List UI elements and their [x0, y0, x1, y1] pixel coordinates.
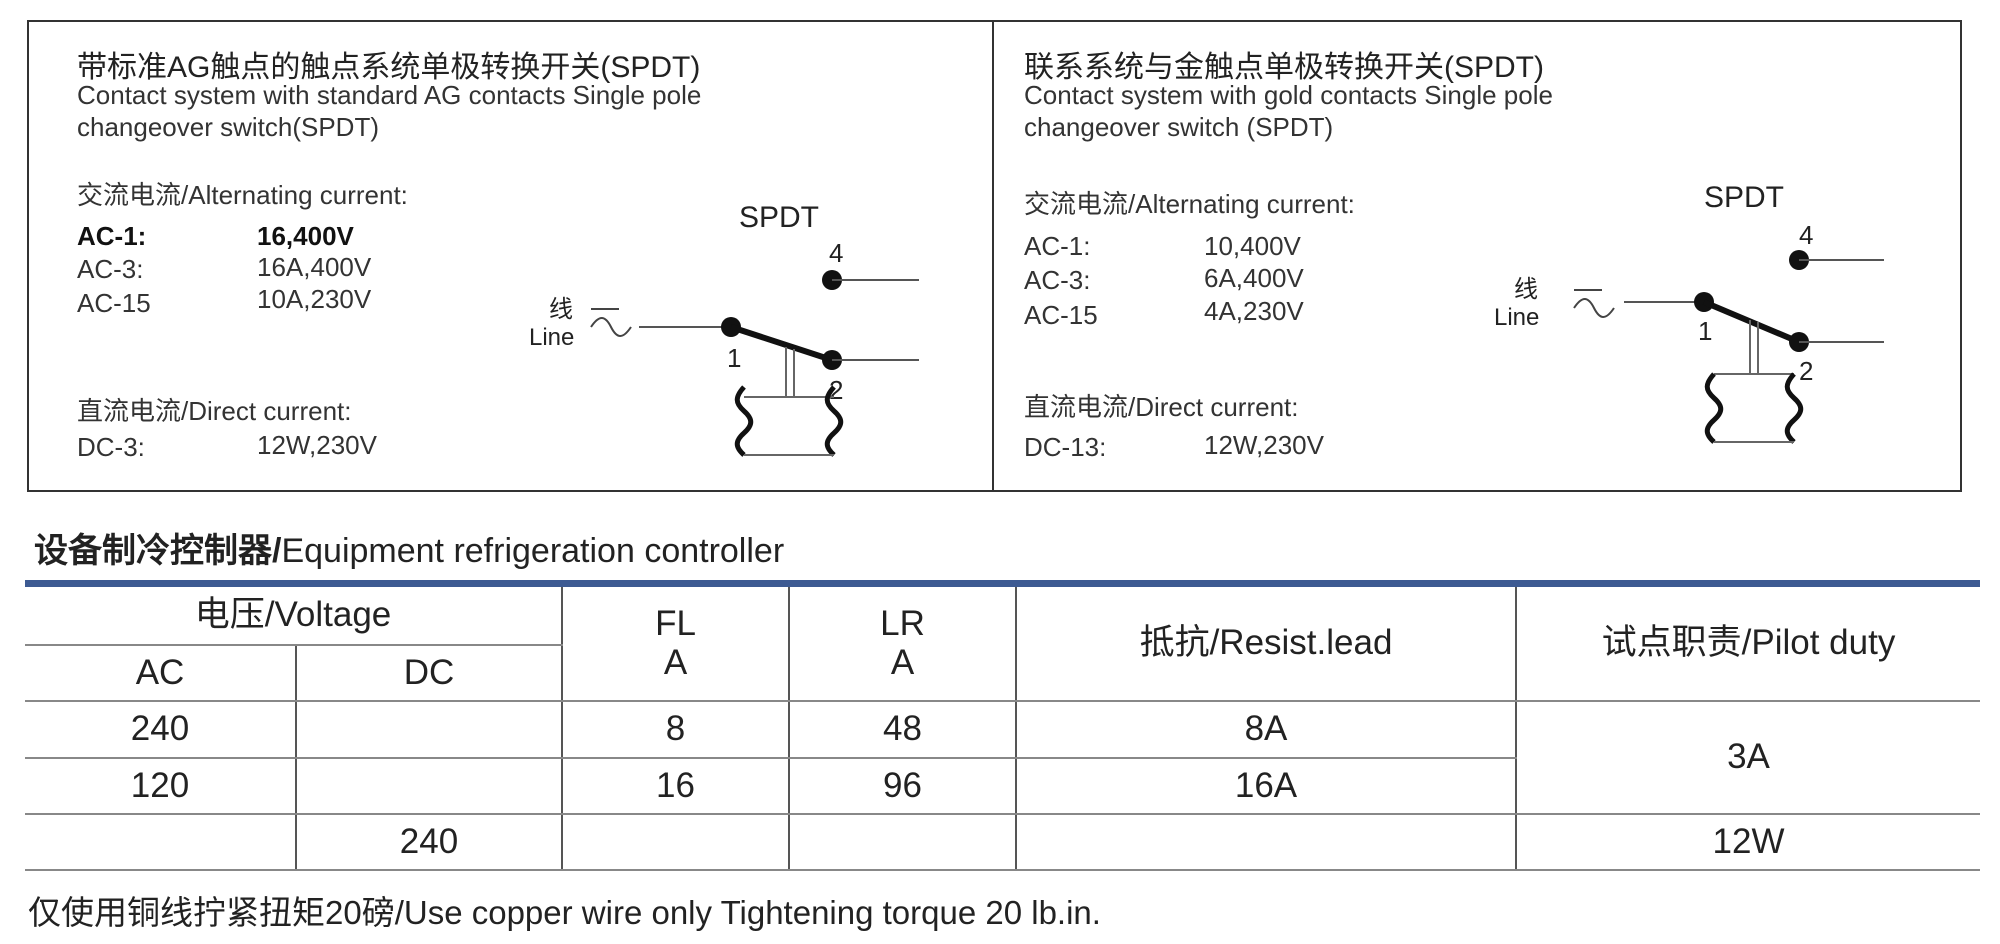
- ac-value: 16,400V: [257, 221, 354, 251]
- ac-value: 10,400V: [1204, 231, 1301, 261]
- panel-title-en: changeover switch (SPDT): [1024, 112, 1334, 142]
- header-resist: 抵抗/Resist.lead: [1016, 587, 1517, 702]
- line-label-cn: 线: [1514, 276, 1538, 303]
- cell-resist: 8A: [1016, 701, 1517, 759]
- ac-label: AC-3:: [77, 254, 144, 284]
- gold-contact-panel: 联系系统与金触点单极转换开关(SPDT) Contact system with…: [994, 22, 1960, 490]
- line-label-en: Line: [1494, 304, 1539, 331]
- ac-wave-icon: [590, 317, 632, 337]
- standard-ag-panel: 带标准AG触点的触点系统单极转换开关(SPDT) Contact system …: [29, 22, 992, 490]
- ac-heading: 交流电流/Alternating current:: [77, 180, 408, 210]
- ac-label: AC-1:: [1024, 231, 1091, 261]
- section-title-cn: 设备制冷控制器/: [34, 532, 282, 570]
- header-fl-line1: FL: [655, 604, 696, 643]
- ac-label: AC-15: [1024, 300, 1098, 330]
- ac-value: 16A,400V: [257, 252, 372, 282]
- cell-pilot: 3A: [1516, 701, 1980, 815]
- dc-heading: 直流电流/Direct current:: [77, 396, 352, 426]
- cell-fl: 16: [562, 758, 790, 815]
- table-row: 240 12W: [25, 814, 1980, 871]
- section-title: 设备制冷控制器/Equipment refrigeration controll…: [34, 523, 784, 572]
- pin-1-label: 1: [1698, 316, 1712, 346]
- cell-dc: 240: [296, 814, 563, 871]
- dc-label: DC-13:: [1024, 432, 1107, 462]
- header-dc: DC: [296, 645, 563, 702]
- pin-2-label: 2: [1799, 356, 1813, 386]
- panel-title-en: Contact system with gold contacts Single…: [1024, 80, 1553, 110]
- cell-fl: 8: [562, 701, 790, 759]
- cell-lr: [789, 814, 1017, 871]
- panel-title-cn: 联系系统与金触点单极转换开关(SPDT): [1024, 51, 1544, 84]
- dc-value: 12W,230V: [1204, 430, 1324, 460]
- ac-label: AC-1:: [77, 221, 147, 251]
- pin-4-label: 4: [1799, 220, 1813, 250]
- header-ac: AC: [25, 645, 297, 702]
- ac-wave-icon: [1573, 298, 1615, 318]
- ac-label: AC-3:: [1024, 265, 1091, 295]
- line-label-cn: 线: [549, 296, 573, 323]
- pin-1-label: 1: [727, 343, 741, 373]
- cell-pilot: 12W: [1516, 814, 1980, 871]
- cell-ac: 120: [25, 758, 297, 815]
- cell-resist: 16A: [1016, 758, 1517, 815]
- cell-ac: [25, 814, 297, 871]
- ac-label: AC-15: [77, 288, 151, 318]
- header-lr-line1: LR: [880, 604, 925, 643]
- spec-panels: 带标准AG触点的触点系统单极转换开关(SPDT) Contact system …: [27, 20, 1962, 492]
- switch-blade: [730, 324, 833, 363]
- cell-dc: [296, 758, 563, 815]
- spring-icon: [1784, 372, 1804, 444]
- ac-heading: 交流电流/Alternating current:: [1024, 189, 1355, 219]
- dc-value: 12W,230V: [257, 430, 377, 460]
- footnote: 仅使用铜线拧紧扭矩20磅/Use copper wire only Tighte…: [28, 894, 1101, 931]
- spring-icon: [1704, 372, 1724, 444]
- dc-label: DC-3:: [77, 432, 145, 462]
- dc-heading: 直流电流/Direct current:: [1024, 392, 1299, 422]
- switch-blade: [1702, 299, 1801, 345]
- cell-lr: 48: [789, 701, 1017, 759]
- spdt-label: SPDT: [739, 201, 819, 234]
- table-header-bar: [25, 580, 1980, 587]
- panel-title-cn: 带标准AG触点的触点系统单极转换开关(SPDT): [77, 51, 701, 84]
- header-fl-line2: A: [663, 642, 688, 682]
- cell-dc: [296, 701, 563, 759]
- spring-icon: [734, 385, 754, 457]
- section-title-en: Equipment refrigeration controller: [281, 532, 785, 570]
- ac-value: 10A,230V: [257, 284, 372, 314]
- spdt-label: SPDT: [1704, 181, 1784, 214]
- pin-4-label: 4: [829, 238, 843, 268]
- header-lr-line2: A: [890, 642, 915, 682]
- cell-ac: 240: [25, 701, 297, 759]
- header-voltage: 电压/Voltage: [25, 587, 563, 646]
- line-label-en: Line: [529, 324, 574, 351]
- table-row: 240 8 48 8A 3A: [25, 701, 1980, 815]
- header-pilot: 试点职责/Pilot duty: [1516, 587, 1980, 702]
- panel-title-en: Contact system with standard AG contacts…: [77, 80, 702, 110]
- table-row: 120 16 96 16A: [25, 758, 1980, 815]
- spdt-diagram: SPDT 4 线 Line 1 2: [1494, 181, 1884, 444]
- cell-fl: [562, 814, 790, 871]
- cell-lr: 96: [789, 758, 1017, 815]
- panel-divider: [992, 22, 994, 490]
- cell-resist: [1016, 814, 1517, 871]
- panel-title-en: changeover switch(SPDT): [77, 112, 379, 142]
- ac-value: 4A,230V: [1204, 296, 1304, 326]
- ac-value: 6A,400V: [1204, 263, 1304, 293]
- spdt-diagram: SPDT 4 线 Line 1 2: [529, 201, 919, 457]
- spring-icon: [824, 385, 844, 457]
